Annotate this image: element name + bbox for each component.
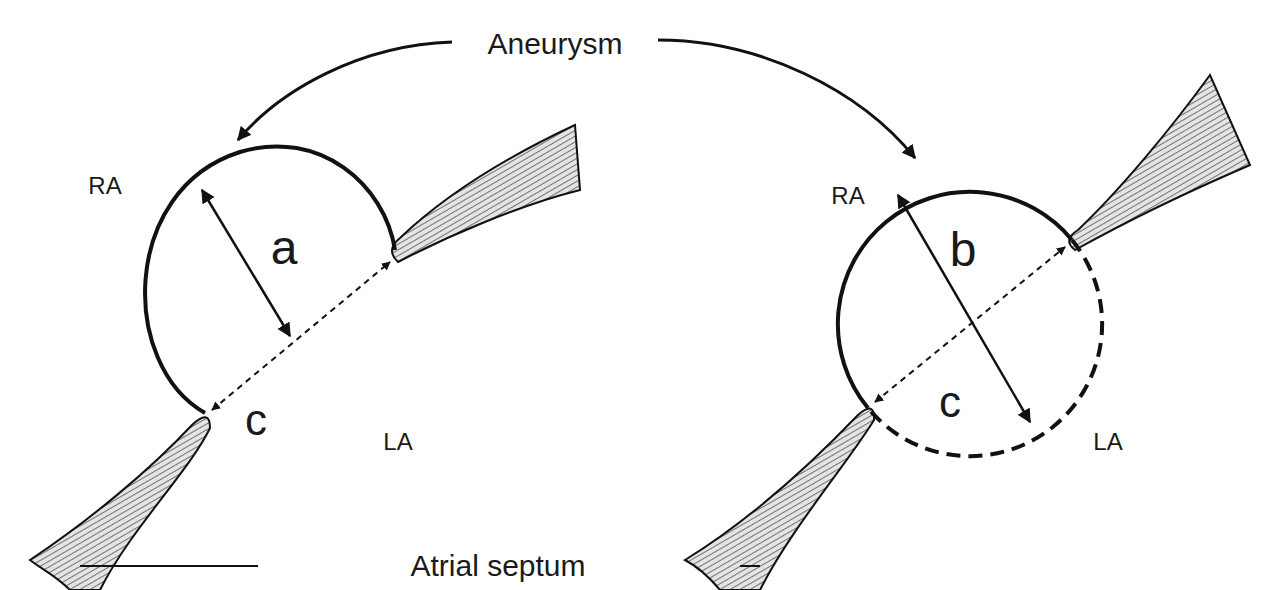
chamber-label: LA	[383, 430, 412, 454]
leader-line	[80, 565, 258, 567]
leader-arrow	[658, 40, 915, 158]
chamber-label: LA	[1093, 430, 1122, 454]
callout-label: Atrial septum	[410, 551, 585, 581]
dimension-letter: a	[271, 224, 298, 272]
dimension-b	[898, 195, 1030, 422]
dimension-letter: c	[939, 380, 961, 424]
leader-arrow	[238, 42, 452, 140]
aneurysm-wall	[838, 192, 1072, 408]
dimension-letter: b	[950, 226, 977, 274]
septum-wedge	[30, 417, 210, 590]
chamber-label: RA	[88, 174, 121, 198]
aneurysm-wall	[145, 146, 395, 413]
leader-line	[740, 565, 760, 567]
septum-wedge	[392, 125, 580, 262]
aneurysm-wall-dashed	[868, 240, 1102, 456]
dimension-letter: c	[245, 398, 267, 442]
chamber-label: RA	[831, 184, 864, 208]
callout-title: Aneurysm	[487, 29, 622, 59]
septum-wedge	[685, 409, 874, 590]
septum-wedge	[1069, 75, 1250, 250]
dimension-c	[212, 262, 390, 410]
